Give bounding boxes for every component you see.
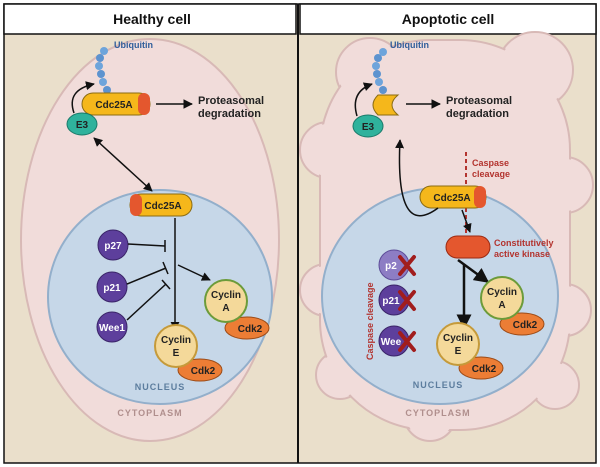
e3-ubiquitination-arrow — [71, 81, 95, 114]
bleb-fill — [302, 34, 591, 439]
ubiquitin-label: Ubiquitin — [114, 40, 153, 50]
wee1-node: Wee1 — [96, 311, 128, 343]
kinase-release-arrow — [461, 209, 472, 233]
apoptotic-p21-label: p21 — [382, 296, 400, 307]
degradation-label: degradation — [198, 108, 261, 120]
constitutive-kinase-node — [445, 235, 491, 259]
caspase-cleavage-vertical: Caspase cleavage — [365, 282, 375, 360]
cyclin-e-label-1: Cyclin — [161, 335, 191, 346]
p27-cross-icon — [398, 255, 416, 276]
apoptotic-p27-node: p2 — [378, 249, 416, 281]
apoptotic-cdk2-e-label: Cdk2 — [472, 364, 497, 375]
apoptotic-cdk2-a-label: Cdk2 — [513, 320, 538, 331]
cyclin-a-complex: Cdk2 Cyclin A — [204, 279, 270, 340]
caspase-cleavage-top-1: Caspase — [472, 158, 509, 168]
cdc25a-top-node: Cdc25A — [81, 92, 151, 116]
left-header-bar — [3, 3, 297, 35]
ubiquitin-chain-icon — [95, 47, 111, 94]
apoptotic-cyclin-e-label-1: Cyclin — [443, 333, 473, 344]
p21-cross-icon — [398, 290, 416, 311]
healthy-nucleus-label: NUCLEUS — [135, 382, 186, 392]
apoptotic-cyclin-a-complex: Cdk2 Cyclin A — [480, 276, 545, 336]
shuttle-arrow — [93, 137, 153, 192]
cyclin-e-complex: Cdk2 Cyclin E — [154, 324, 223, 382]
constitutive-label-1: Constitutively — [494, 238, 554, 248]
fragment-export-arrow — [395, 139, 439, 217]
p27-node: p27 — [97, 229, 129, 261]
cdk2-a-label: Cdk2 — [238, 324, 263, 335]
apoptotic-cytoplasm-label: CYTOPLASM — [405, 408, 470, 418]
wee1-cross-icon — [398, 331, 416, 352]
apoptotic-wee1-label: Wee — [381, 337, 402, 348]
inhibition-lines — [126, 240, 171, 321]
cyclin-a-label-2: A — [222, 303, 229, 314]
activation-to-cyclin-a — [177, 264, 211, 281]
cyclin-e-label-2: E — [173, 348, 180, 359]
cyclin-a-label-1: Cyclin — [211, 290, 241, 301]
apoptotic-cyclin-e-label-2: E — [455, 346, 462, 357]
cdc25a-nucleus-node: Cdc25A — [129, 193, 193, 217]
p27-label: p27 — [104, 241, 122, 252]
wee1-label: Wee1 — [99, 323, 125, 334]
p21-node: p21 — [96, 271, 128, 303]
right-header-bar — [299, 3, 597, 35]
healthy-cell-panel: Ubiquitin Cdc25A E3 Proteasomal degradat… — [20, 38, 280, 442]
apoptotic-ubiquitin-chain-icon — [372, 48, 387, 94]
constitutive-label-2: active kinase — [494, 249, 550, 259]
apoptotic-cyclin-e-complex: Cdk2 Cyclin E — [436, 322, 504, 380]
apoptotic-cdc25a-node: Cdc25A — [419, 185, 487, 209]
cdk2-e-label: Cdk2 — [191, 366, 216, 377]
apoptotic-ubiquitin-label: Ubiquitin — [390, 40, 429, 50]
apoptotic-cell-panel: Ubiquitin E3 Proteasomal degradation Cas… — [299, 31, 594, 442]
proteasomal-label: Proteasomal — [198, 95, 264, 107]
apoptotic-ubiquitination-arrow — [354, 82, 373, 117]
cdc25a-top-label: Cdc25A — [95, 100, 132, 111]
p21-label: p21 — [103, 283, 121, 294]
apoptotic-proteasomal-label: Proteasomal — [446, 95, 512, 107]
e3-node: E3 — [66, 112, 98, 136]
apoptotic-e3-label: E3 — [362, 122, 375, 133]
apoptotic-p27-label: p2 — [385, 261, 397, 272]
apoptotic-cyclin-a-label-1: Cyclin — [487, 287, 517, 298]
cdc25a-nucleus-label: Cdc25A — [144, 201, 181, 212]
right-panel-title: Apoptotic cell — [402, 11, 495, 27]
apoptotic-cyclin-a-label-2: A — [498, 300, 505, 311]
caspase-cleavage-top-2: cleavage — [472, 169, 510, 179]
apoptotic-nucleus-label: NUCLEUS — [413, 380, 464, 390]
apoptotic-wee1-node: Wee — [378, 325, 416, 357]
apoptotic-degradation-label: degradation — [446, 108, 509, 120]
apoptotic-p21-node: p21 — [378, 284, 416, 316]
kinase-to-cyclin-a-arrow — [457, 258, 490, 284]
healthy-cytoplasm-label: CYTOPLASM — [117, 408, 182, 418]
e3-label: E3 — [76, 120, 89, 131]
apoptotic-e3-node: E3 — [352, 114, 384, 138]
cleaved-cdc25a-fragment-icon — [372, 94, 400, 116]
apoptotic-cdc25a-label: Cdc25A — [433, 193, 470, 204]
left-panel-title: Healthy cell — [113, 11, 191, 27]
